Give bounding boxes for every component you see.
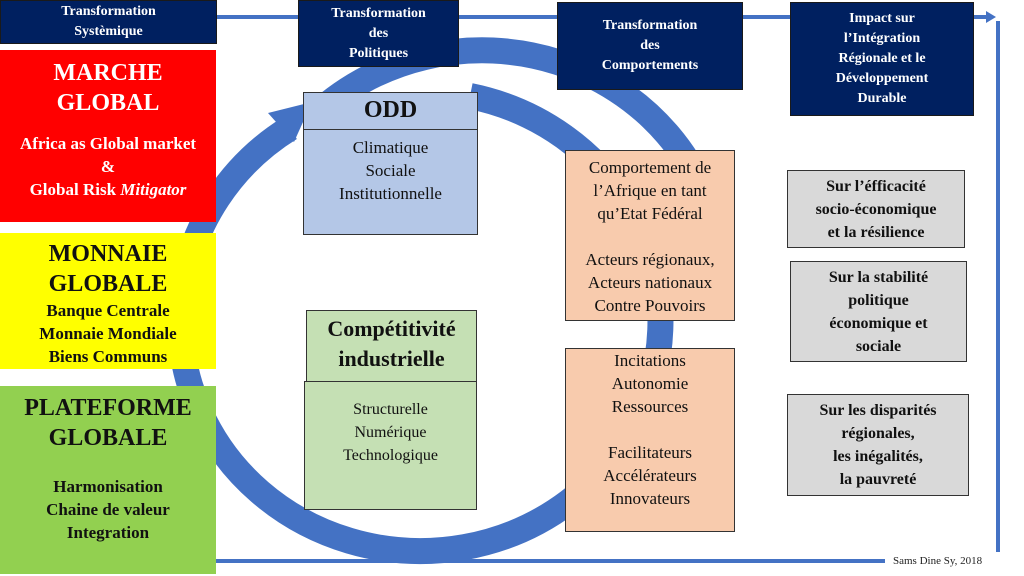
competitivite-title-box: Compétitivité industrielle	[306, 310, 477, 382]
pillar-title: MARCHE	[53, 60, 163, 86]
behaviour-line: l’Afrique en tant	[593, 181, 707, 200]
pillar-item: Monnaie Mondiale	[39, 324, 177, 343]
header-line: Régionale et le	[838, 51, 926, 66]
behaviour-line: Acteurs nationaux	[587, 273, 713, 292]
header-line: Impact sur	[849, 11, 915, 26]
behaviour-line: Autonomie	[611, 374, 689, 393]
impact-line: et la résilience	[827, 223, 925, 241]
pillar-item: Global Risk Mitigator	[30, 178, 187, 201]
header-transformation-comportements: Transformation des Comportements	[557, 2, 743, 90]
impact-box-efficacite: Sur l’éfficacité socio-économique et la …	[787, 170, 965, 248]
header-line: Transformation	[331, 5, 426, 21]
impact-line: régionales,	[841, 425, 915, 442]
odd-body-box: Climatique Sociale Institutionnelle	[303, 129, 478, 235]
impact-line: la pauvreté	[839, 471, 917, 488]
impact-line: sociale	[855, 337, 902, 355]
pillar-item: Chaine de valeur	[46, 500, 170, 519]
pillar-item: Harmonisation	[53, 477, 163, 496]
header-transformation-systemique: Transformation Systèmique	[0, 0, 217, 44]
competitivite-item: Structurelle	[353, 401, 428, 418]
behaviour-box-etat-federal: Comportement de l’Afrique en tant qu’Eta…	[565, 150, 735, 321]
header-line: Transformation	[602, 18, 698, 33]
behaviour-line: qu’Etat Fédéral	[597, 204, 703, 223]
behaviour-line: Contre Pouvoirs	[594, 296, 706, 315]
pillar-item: &	[100, 157, 116, 176]
header-line: Durable	[857, 91, 907, 106]
impact-line: socio-économique	[815, 200, 937, 218]
header-impact: Impact sur l’Intégration Régionale et le…	[790, 2, 974, 116]
behaviour-line: Incitations	[614, 351, 686, 370]
impact-line: Sur l’éfficacité	[826, 177, 926, 195]
behaviour-line: Ressources	[611, 397, 689, 416]
pillar-item-prefix: Global Risk	[29, 180, 121, 199]
cycle-arrowhead	[268, 102, 312, 142]
behaviour-line: Facilitateurs	[607, 443, 693, 462]
competitivite-item: Technologique	[343, 447, 438, 464]
competitivite-item: Numérique	[354, 424, 427, 441]
header-transformation-politiques: Transformation des Politiques	[298, 0, 459, 67]
pillar-item-italic: Mitigator	[120, 180, 187, 199]
odd-title-box: ODD	[303, 92, 478, 130]
impact-box-stabilite: Sur la stabilité politique économique et…	[790, 261, 967, 362]
header-line: Développement	[835, 71, 929, 86]
impact-line: politique	[848, 291, 909, 309]
behaviour-box-incitations: Incitations Autonomie Ressources Facilit…	[565, 348, 735, 532]
header-line: des	[640, 38, 660, 53]
impact-line: Sur les disparités	[819, 402, 937, 419]
pillar-item: Biens Communs	[48, 347, 168, 366]
top-flow-arrowhead	[986, 11, 996, 23]
impact-line: les inégalités,	[833, 448, 923, 465]
header-line: l’Intégration	[843, 31, 921, 46]
impact-box-disparites: Sur les disparités régionales, les inéga…	[787, 394, 969, 496]
author-credit: Sams Dine Sy, 2018	[893, 555, 983, 567]
competitivite-body-box: Structurelle Numérique Technologique	[304, 381, 477, 510]
pillar-title: MONNAIE	[48, 241, 168, 267]
pillar-marche-global: MARCHE GLOBAL Africa as Global market & …	[0, 50, 216, 222]
competitivite-title: industrielle	[338, 346, 445, 371]
odd-item: Institutionnelle	[339, 184, 442, 203]
pillar-item: Integration	[66, 523, 150, 542]
pillar-plateforme-globale: PLATEFORME GLOBALE Harmonisation Chaine …	[0, 386, 216, 574]
header-line: des	[368, 25, 389, 41]
header-line: Politiques	[348, 45, 409, 61]
header-line: Transformation	[61, 4, 156, 19]
pillar-title: GLOBALE	[48, 425, 168, 451]
behaviour-line: Innovateurs	[609, 489, 691, 508]
behaviour-line: Comportement de	[588, 158, 712, 177]
odd-item: Climatique	[352, 138, 429, 157]
header-line: Comportements	[601, 58, 699, 73]
impact-line: Sur la stabilité	[828, 268, 929, 286]
behaviour-line: Accélérateurs	[603, 466, 697, 485]
header-line: Systèmique	[74, 24, 143, 39]
odd-title: ODD	[363, 97, 418, 123]
pillar-item: Banque Centrale	[46, 301, 170, 320]
odd-item: Sociale	[365, 161, 416, 180]
competitivite-title: Compétitivité	[327, 316, 456, 341]
behaviour-spacer	[566, 225, 734, 248]
behaviour-line: Acteurs régionaux,	[585, 250, 715, 269]
pillar-title: GLOBAL	[56, 90, 160, 116]
impact-line: économique et	[829, 314, 928, 332]
pillar-monnaie-globale: MONNAIE GLOBALE Banque Centrale Monnaie …	[0, 233, 216, 369]
behaviour-spacer	[566, 418, 734, 441]
pillar-title: PLATEFORME	[24, 395, 192, 421]
pillar-title: GLOBALE	[48, 271, 168, 297]
pillar-item: Africa as Global market	[19, 134, 197, 153]
